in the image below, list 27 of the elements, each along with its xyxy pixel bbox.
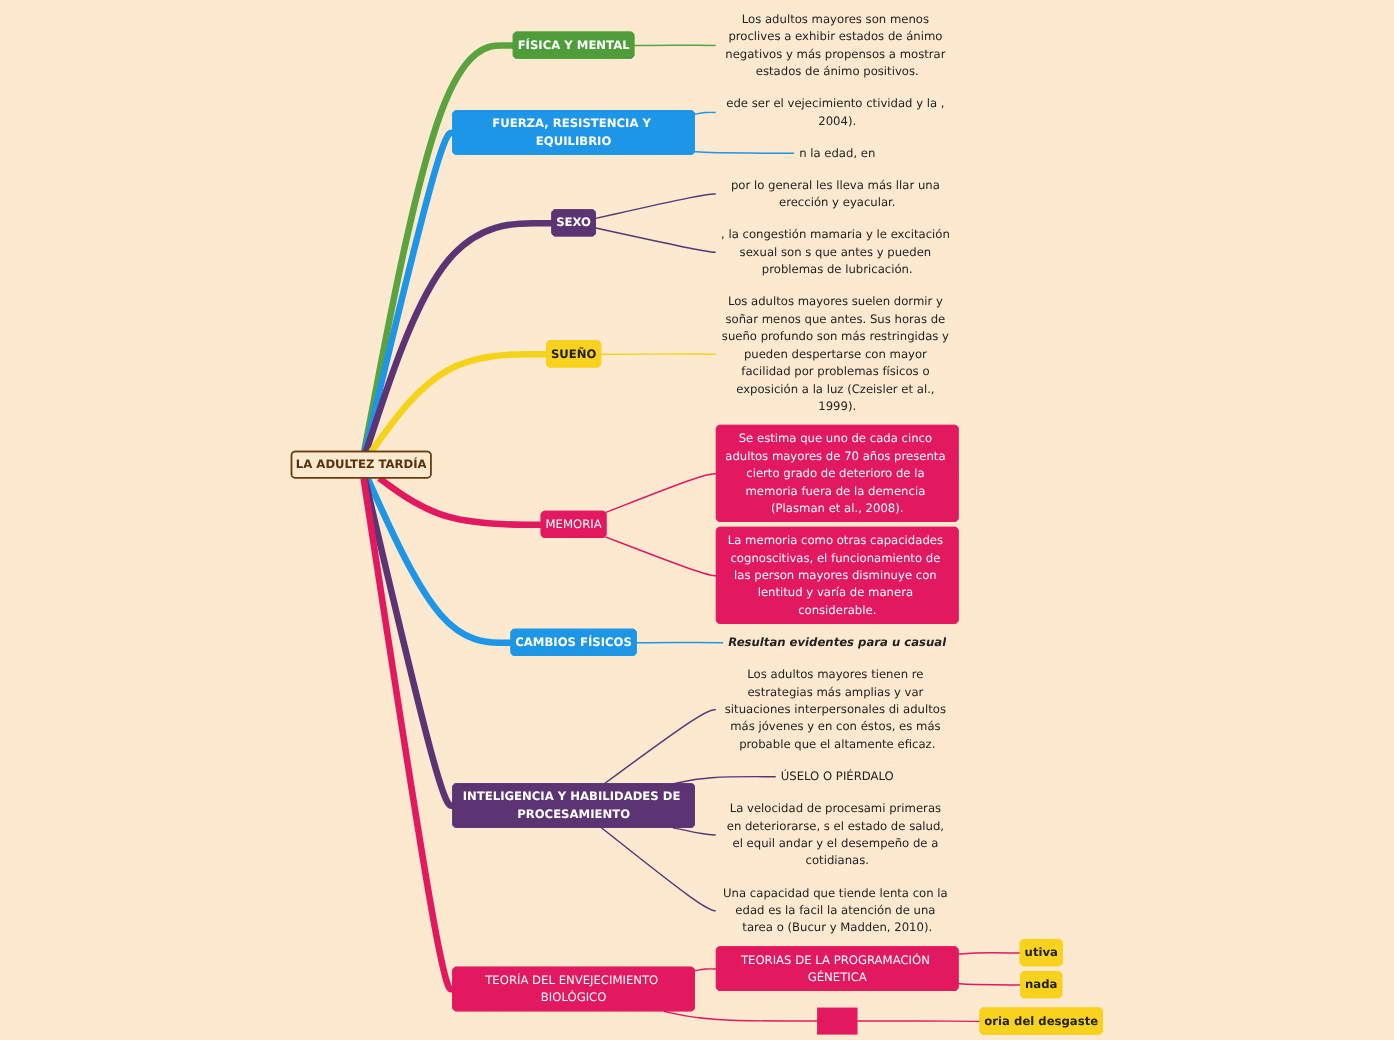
connector: [856, 1020, 982, 1023]
connector: [361, 129, 455, 453]
connector: [694, 111, 718, 115]
connector: [663, 1010, 819, 1022]
connector: [603, 708, 718, 785]
node-box: [817, 1007, 858, 1035]
connector: [604, 472, 718, 514]
connector: [672, 775, 778, 785]
connector: [361, 477, 455, 810]
connector: [600, 826, 718, 912]
connector: [360, 42, 514, 453]
connector: [694, 968, 718, 972]
connector: [957, 982, 1022, 986]
connector: [633, 44, 718, 47]
connector: [600, 353, 718, 356]
connector: [360, 477, 455, 993]
connector: [377, 475, 542, 528]
connector: [635, 641, 726, 644]
connector: [672, 826, 718, 836]
connector: [604, 536, 718, 577]
connector: [694, 150, 796, 155]
connector: [368, 350, 547, 454]
connector: [595, 227, 718, 254]
connector: [364, 476, 512, 646]
connector: [595, 193, 718, 220]
connector: [957, 952, 1022, 956]
connector: [362, 219, 553, 453]
